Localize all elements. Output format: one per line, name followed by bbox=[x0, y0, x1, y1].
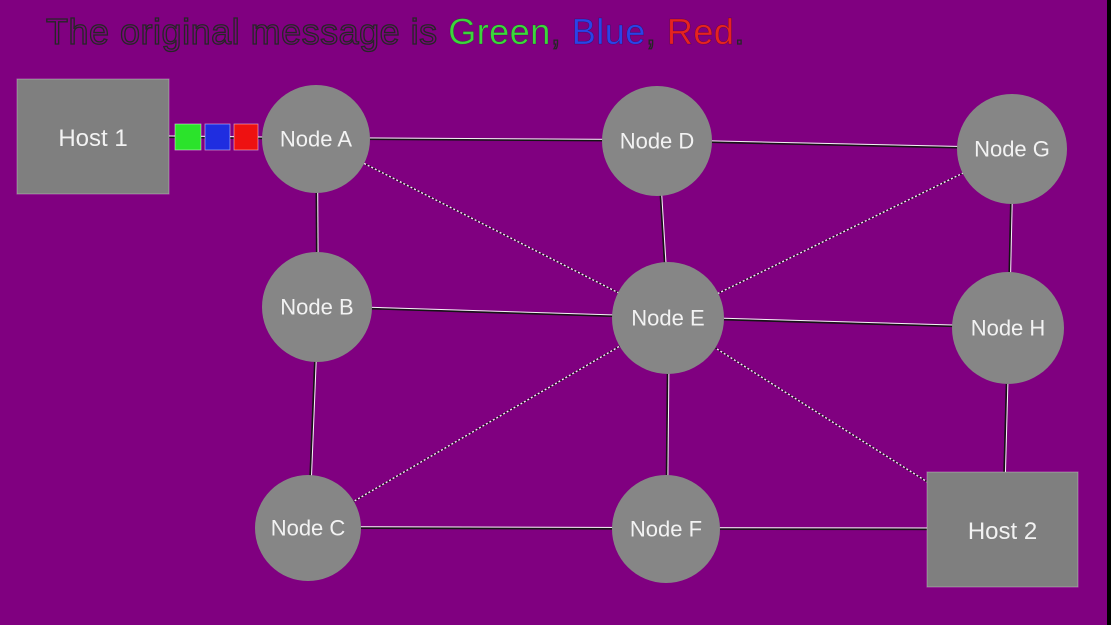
node-G: Node G bbox=[957, 94, 1067, 204]
node-H-circle bbox=[952, 272, 1064, 384]
edge-C-F bbox=[307, 526, 667, 530]
node-B-label: Node B bbox=[280, 295, 353, 320]
packet-blue bbox=[204, 123, 231, 151]
node-A-label: Node A bbox=[280, 127, 352, 152]
node-D: Node D bbox=[602, 86, 712, 196]
node-C-circle bbox=[255, 475, 361, 581]
node-E-label: Node E bbox=[631, 306, 704, 331]
node-B-circle bbox=[262, 252, 372, 362]
host-2: Host 2 bbox=[926, 471, 1079, 588]
node-D-circle bbox=[602, 86, 712, 196]
host-1: Host 1 bbox=[16, 78, 170, 195]
node-C: Node C bbox=[255, 475, 361, 581]
node-H: Node H bbox=[952, 272, 1064, 384]
node-E-circle bbox=[612, 262, 724, 374]
packet-red bbox=[233, 123, 259, 151]
node-H-label: Node H bbox=[971, 316, 1046, 341]
title-part-outline: The original message is bbox=[45, 10, 449, 52]
title-part-outline: , bbox=[645, 10, 667, 52]
node-F-circle bbox=[612, 475, 720, 583]
host-1-box bbox=[16, 78, 170, 195]
host-1-label: Host 1 bbox=[58, 125, 127, 152]
title-part-outline: . bbox=[734, 10, 745, 52]
title-part-red: Red bbox=[666, 11, 735, 53]
node-D-label: Node D bbox=[620, 129, 695, 154]
node-F-label: Node F bbox=[630, 517, 702, 542]
title-part-outline: , bbox=[550, 10, 572, 52]
edge-B-E bbox=[316, 305, 669, 319]
edge-A-E bbox=[315, 138, 669, 319]
edge-G-E bbox=[667, 148, 1013, 319]
node-A: Node A bbox=[262, 85, 370, 193]
page-title: The original message is Green, Blue, Red… bbox=[45, 10, 745, 53]
node-B: Node B bbox=[262, 252, 372, 362]
host-2-label: Host 2 bbox=[968, 518, 1037, 545]
right-edge-strip bbox=[1107, 0, 1111, 625]
title-part-green: Green bbox=[448, 11, 551, 53]
edge-E-H bbox=[667, 316, 1009, 329]
node-A-circle bbox=[262, 85, 370, 193]
edge-A-D bbox=[315, 137, 658, 142]
title-part-blue: Blue bbox=[571, 11, 646, 53]
edge-C-E bbox=[307, 317, 669, 529]
edge-D-G bbox=[656, 139, 1013, 150]
packet-green bbox=[174, 123, 202, 151]
node-G-circle bbox=[957, 94, 1067, 204]
host-2-box bbox=[926, 471, 1079, 588]
node-F: Node F bbox=[612, 475, 720, 583]
node-C-label: Node C bbox=[271, 516, 346, 541]
node-G-label: Node G bbox=[974, 137, 1050, 162]
node-E: Node E bbox=[612, 262, 724, 374]
